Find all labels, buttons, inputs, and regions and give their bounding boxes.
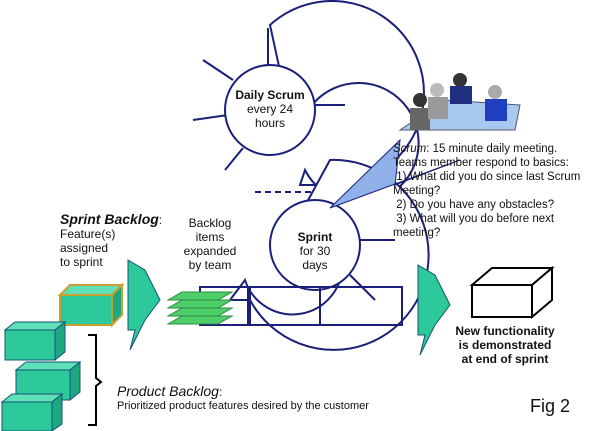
deliverable-box	[469, 265, 555, 320]
scrum-term: Scrum	[393, 143, 427, 155]
scrum-line2: Teams member respond to basics:	[393, 157, 569, 169]
daily-scrum-label: Daily Scrum every 24 hours	[225, 88, 315, 130]
scrum-desc: : 15 minute daily meeting.	[426, 143, 558, 155]
question-2: 2) Do you have any obstacles?	[393, 199, 555, 211]
question-3: 3) What will you do before next	[393, 213, 555, 225]
colon: :	[218, 385, 223, 399]
product-backlog-title: Product Backlog	[117, 383, 219, 399]
sprint-backlog-line: assigned	[60, 241, 109, 255]
callout-pointer	[329, 138, 461, 209]
new-functionality-line: is demonstrated	[458, 338, 552, 352]
daily-scrum-unit: hours	[254, 116, 286, 130]
colon: :	[158, 213, 163, 227]
daily-scrum-title: Daily Scrum	[235, 88, 305, 102]
product-backlog-label: Product Backlog: Prioritized product fea…	[117, 384, 369, 413]
backlog-items-label: Backlog items expanded by team	[180, 216, 240, 272]
question-1-cont: Meeting?	[393, 185, 441, 197]
backlog-items-stack	[166, 291, 234, 325]
sprint-title: Sprint	[297, 230, 333, 244]
product-backlog-desc: Prioritized product features desired by …	[117, 400, 369, 412]
question-1: 1) What did you do since last Scrum	[393, 171, 581, 183]
new-functionality-line: New functionality	[455, 324, 555, 338]
sprint-backlog-title: Sprint Backlog	[60, 211, 159, 227]
product-backlog-boxes	[0, 320, 82, 431]
sprint-backlog-label: Sprint Backlog: Feature(s) assigned to s…	[60, 212, 162, 269]
sprint-duration: for 30	[299, 244, 331, 258]
sprint-backlog-box	[57, 282, 125, 328]
backlog-items-line: by team	[188, 258, 232, 272]
bracket	[88, 334, 103, 426]
meeting-illustration	[398, 73, 521, 131]
backlog-items-line: Backlog	[188, 216, 232, 230]
sprint-label: Sprint for 30 days	[280, 230, 350, 272]
backlog-items-line: expanded	[183, 244, 237, 258]
new-functionality-label: New functionality is demonstrated at end…	[440, 324, 570, 366]
arrow-right-icon	[417, 264, 451, 356]
scrum-note: Scrum: 15 minute daily meeting. Teams me…	[393, 142, 600, 240]
new-functionality-line: at end of sprint	[461, 352, 549, 366]
sprint-base-boxes	[199, 286, 403, 326]
sprint-unit: days	[302, 258, 328, 272]
sprint-backlog-line: to sprint	[60, 255, 103, 269]
figure-label: Fig 2	[530, 396, 571, 416]
backlog-items-line: items	[195, 230, 225, 244]
question-3-cont: meeting?	[393, 227, 441, 239]
sprint-backlog-line: Feature(s)	[60, 227, 116, 241]
arrow-right-icon	[127, 259, 161, 351]
daily-scrum-freq: every 24	[246, 102, 294, 116]
